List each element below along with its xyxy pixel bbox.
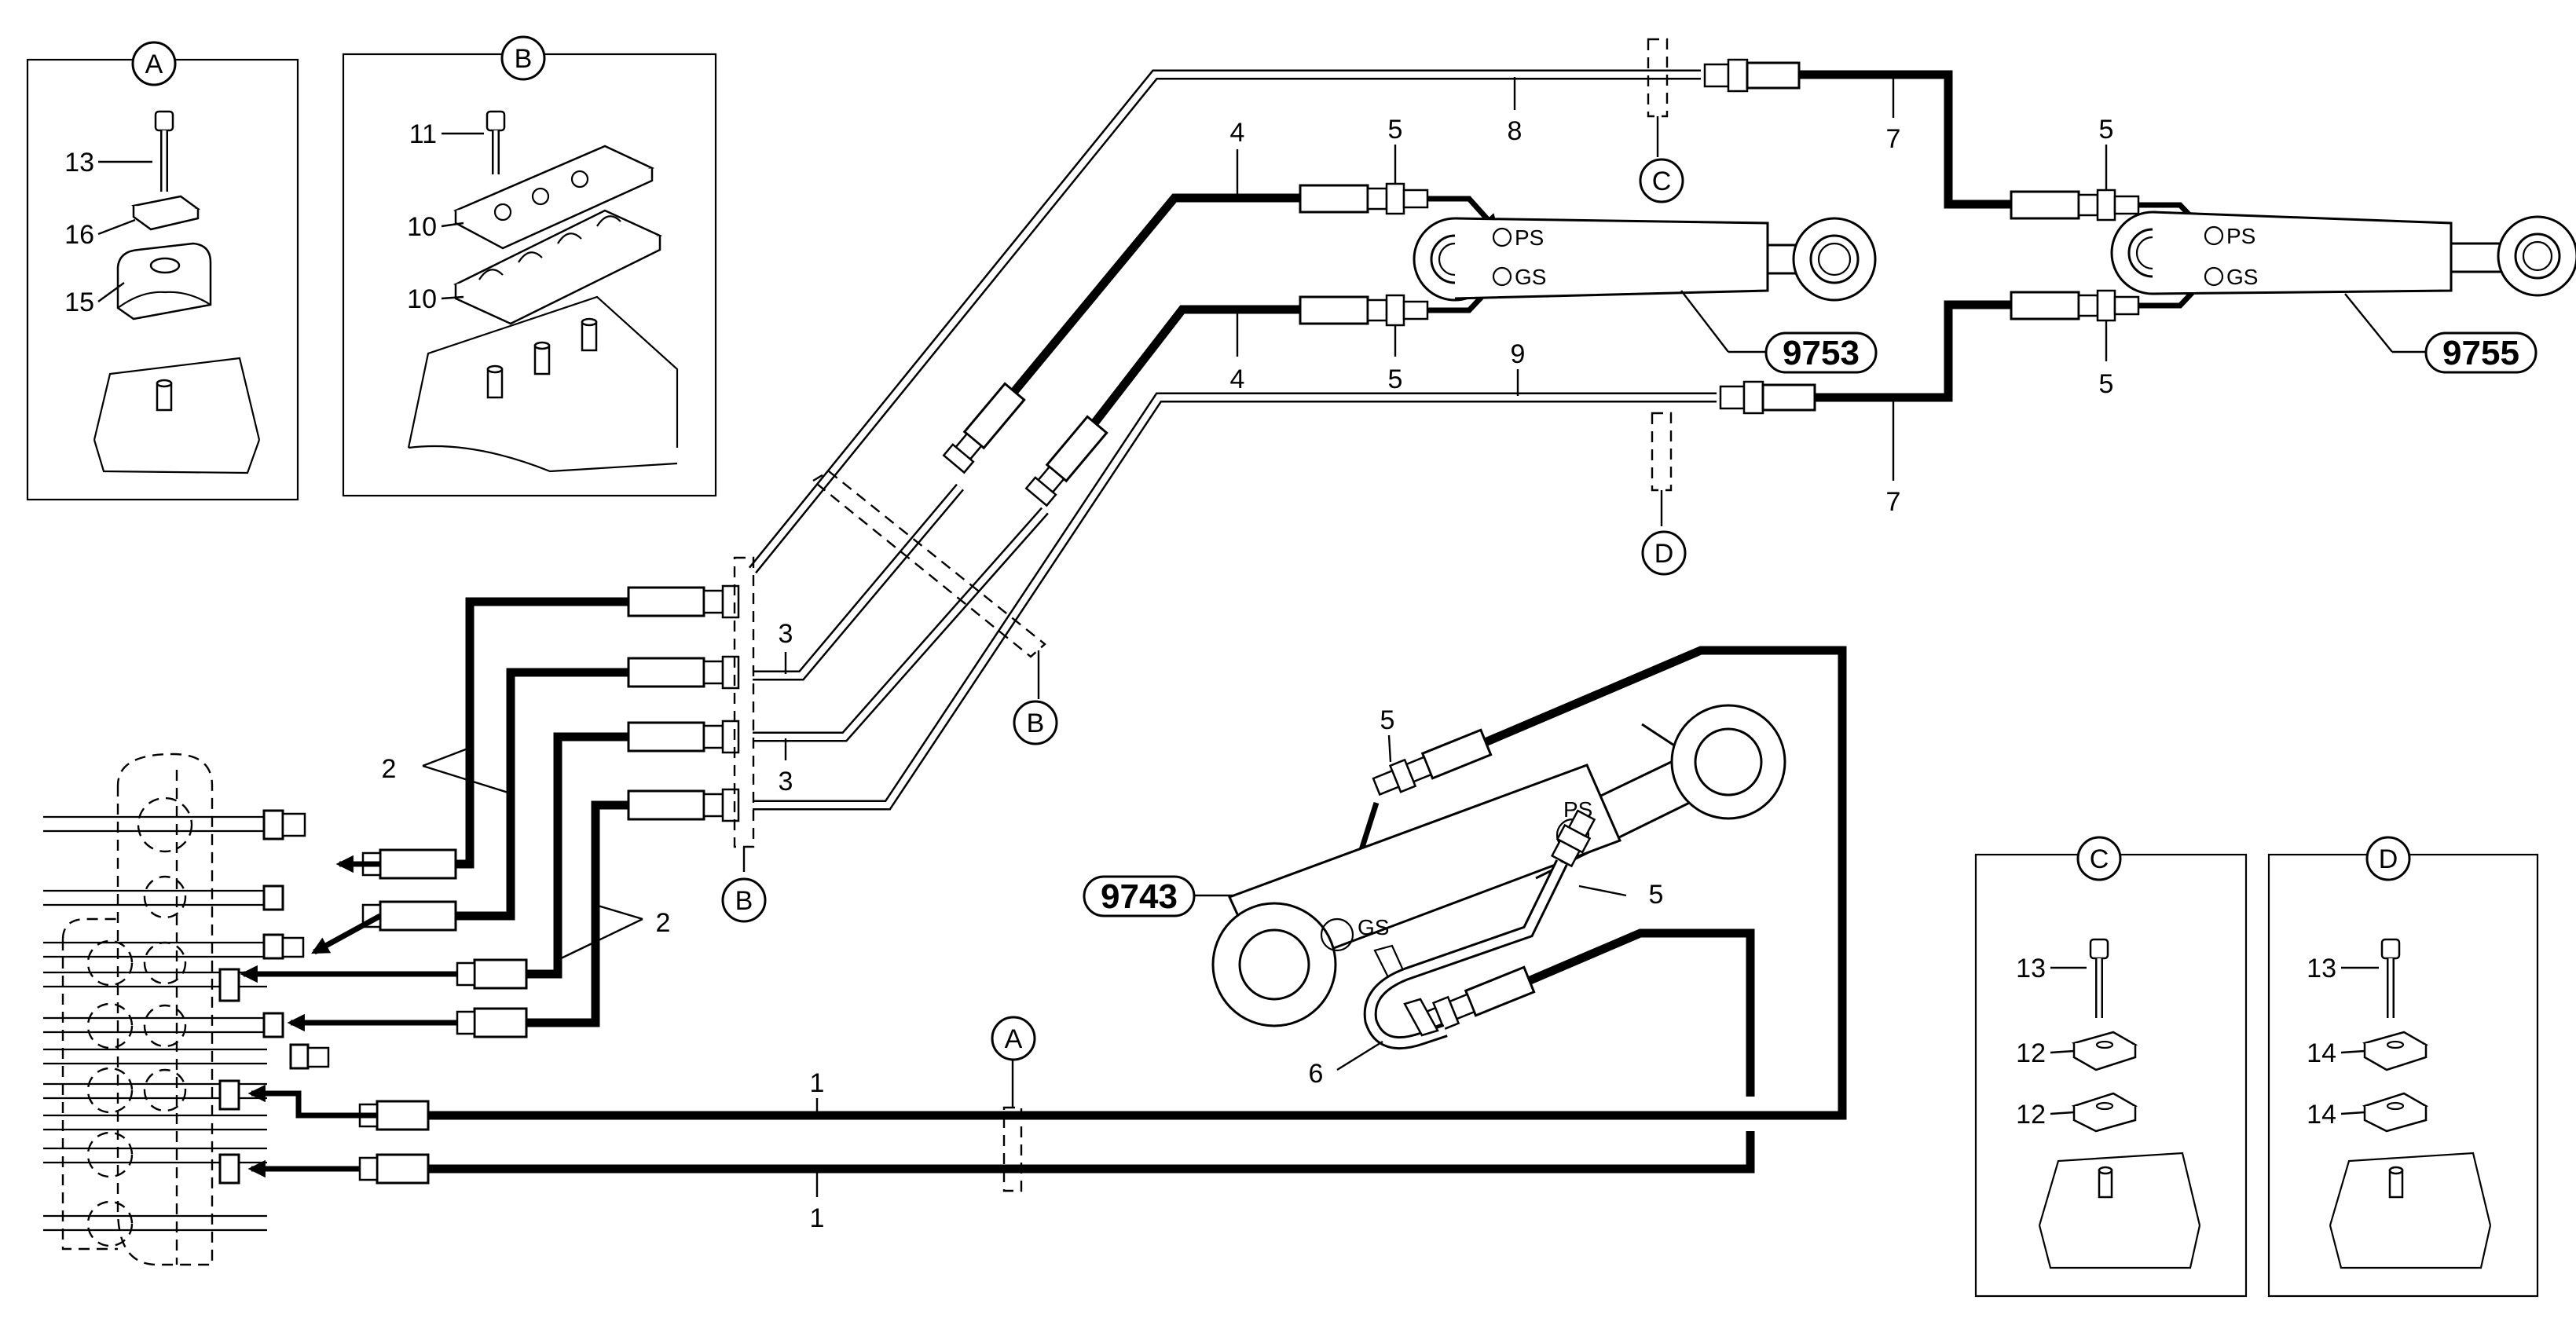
- inset-d-label-14b: 14: [2307, 1100, 2336, 1130]
- port-ps-9755-icon: [2204, 225, 2224, 246]
- cyl-9753-ps: PS: [1515, 225, 1544, 250]
- cyl-9753-ref: 9753: [1783, 334, 1860, 372]
- part-label-5c: 5: [2099, 115, 2114, 145]
- part-label-2a: 2: [382, 754, 397, 784]
- cyl-9755-ps: PS: [2226, 224, 2255, 248]
- inset-d-letter: D: [2379, 844, 2398, 874]
- inset-a-letter: A: [145, 49, 163, 79]
- inset-b: B 11 10 10: [342, 35, 717, 497]
- inset-b-label-10a: 10: [407, 212, 437, 242]
- part-label-4b: 4: [1230, 364, 1245, 394]
- ref-badge-9743: [1083, 875, 1196, 917]
- cylinder-9743: GS PS 9743: [1083, 704, 1786, 1050]
- part-label-7a: 7: [1886, 124, 1901, 154]
- part-label-5b: 5: [1388, 364, 1403, 394]
- part-label-5e: 5: [1380, 705, 1395, 735]
- inset-b-label-10b: 10: [407, 284, 437, 314]
- marker-b-lower: [721, 877, 767, 923]
- steel-tubes: [748, 69, 1717, 811]
- ref-badge-9753: [1764, 331, 1878, 374]
- part-label-2b: 2: [656, 908, 671, 938]
- cylinder-9755: PS GS 9755: [2110, 211, 2576, 374]
- port-gs-9753-icon: [1492, 266, 1512, 287]
- marker-b-lower-letter: B: [735, 886, 753, 916]
- control-valve-block: [43, 753, 330, 1266]
- port-gs-9755-icon: [2204, 266, 2224, 287]
- marker-b-upper-letter: B: [1027, 709, 1045, 738]
- marker-c-letter: C: [1652, 167, 1672, 196]
- bolt-13-d-icon: [2380, 938, 2401, 960]
- inset-b-label-11: 11: [409, 119, 437, 149]
- cyl-9755-ref: 9755: [2442, 334, 2519, 372]
- inset-d-badge: [2365, 836, 2411, 881]
- ref-badge-9755: [2424, 331, 2538, 374]
- inset-d-label-13: 13: [2307, 954, 2336, 983]
- cyl-9743-ref: 9743: [1101, 877, 1178, 916]
- hoses: [428, 70, 2011, 1174]
- inset-a-badge: [131, 41, 177, 86]
- part-callouts: 1 1 2 2 3 3 4 4 5 5 5 5 5 5 6 7 7: [382, 77, 2114, 1233]
- inset-a-label-15: 15: [64, 287, 94, 317]
- inset-a-label-16: 16: [64, 220, 94, 250]
- marker-a-letter: A: [1005, 1024, 1023, 1054]
- part-label-4a: 4: [1230, 118, 1245, 148]
- part-label-9: 9: [1511, 339, 1526, 369]
- part-label-1b: 1: [810, 1203, 825, 1233]
- cyl-9755-gs: GS: [2226, 265, 2258, 289]
- part-label-8: 8: [1508, 116, 1523, 146]
- clamp-body-15-icon: [116, 242, 212, 320]
- bolt-13-c-icon: [2089, 938, 2109, 960]
- marker-c: [1639, 158, 1684, 203]
- marker-b-upper: [1013, 700, 1058, 745]
- inset-c: C 13 12 12: [1974, 836, 2248, 1298]
- part-label-5f: 5: [1649, 880, 1664, 910]
- cylinder-9753: PS GS 9753: [1413, 217, 1878, 374]
- part-label-6: 6: [1309, 1059, 1324, 1089]
- inset-c-letter: C: [2090, 844, 2109, 874]
- part-label-3b: 3: [779, 767, 793, 796]
- port-gs-9743-icon: [1320, 917, 1354, 952]
- part-label-5a: 5: [1388, 115, 1403, 145]
- marker-a: [991, 1016, 1036, 1061]
- inset-a-label-13: 13: [64, 148, 94, 178]
- part-label-3a: 3: [779, 619, 793, 649]
- inset-d-label-14a: 14: [2307, 1038, 2336, 1068]
- bolt-13-icon: [154, 110, 174, 132]
- part-label-7b: 7: [1886, 487, 1901, 517]
- inset-b-badge: [500, 35, 546, 81]
- hose-fittings: [358, 58, 2140, 1185]
- part-label-5d: 5: [2099, 369, 2114, 399]
- inset-b-letter: B: [515, 44, 533, 74]
- cyl-9753-gs: GS: [1515, 265, 1546, 289]
- inset-c-label-12b: 12: [2016, 1100, 2046, 1130]
- marker-d-letter: D: [1654, 539, 1674, 569]
- inset-c-label-12a: 12: [2016, 1038, 2046, 1068]
- port-ps-9753-icon: [1492, 227, 1512, 247]
- bolt-11-icon: [486, 110, 506, 132]
- part-label-1a: 1: [810, 1068, 825, 1098]
- inset-a: A 13 16 15: [26, 41, 299, 501]
- cyl-9743-gs: GS: [1358, 915, 1389, 939]
- inset-d: D 13 14 14: [2267, 836, 2539, 1298]
- inset-c-badge: [2076, 836, 2122, 881]
- marker-d: [1641, 530, 1687, 576]
- inset-c-label-13: 13: [2016, 954, 2046, 983]
- clip-markers: B B C D A: [721, 38, 1687, 1192]
